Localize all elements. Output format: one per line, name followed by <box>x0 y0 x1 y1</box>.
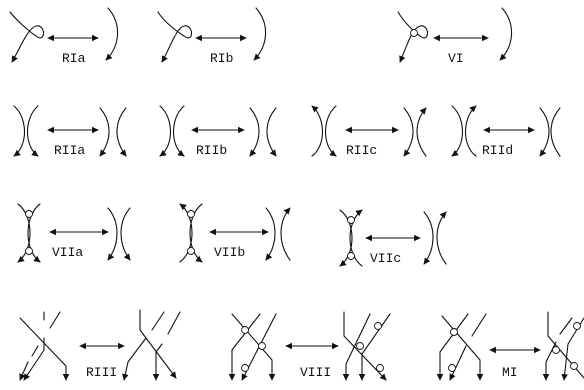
virtual-crossing-marker <box>187 210 195 218</box>
parallel-arc-left <box>99 107 110 157</box>
move-label: RIa <box>62 51 86 66</box>
move-RIId: RIId <box>451 105 561 158</box>
move-VIIb: VIIb <box>179 203 291 263</box>
strand-3 <box>450 313 487 380</box>
virtual-crossing-marker <box>410 29 418 37</box>
virtual-strand-1 <box>179 203 193 263</box>
strand-3 <box>20 311 61 380</box>
parallel-arc-left <box>539 107 550 157</box>
strand-3 <box>156 311 181 380</box>
trivial-arc <box>499 7 513 61</box>
over-strand <box>13 105 26 157</box>
virtual-crossing-marker <box>376 364 384 372</box>
strand-2 <box>228 313 261 381</box>
strand-1 <box>343 311 387 381</box>
parallel-arc-right <box>120 207 131 261</box>
virtual-strand-1 <box>17 203 31 263</box>
strand-2 <box>124 311 165 380</box>
strand-2 <box>436 313 469 381</box>
over-strand <box>159 105 172 157</box>
parallel-arc-right <box>280 207 291 261</box>
under-strand <box>464 105 477 157</box>
kink-strand <box>157 11 193 63</box>
move-RIa: RIa <box>9 7 119 66</box>
virtual-crossing-marker <box>187 247 195 255</box>
virtual-crossing-marker <box>374 322 382 330</box>
virtual-crossing-marker <box>25 247 33 255</box>
virtual-crossing-marker <box>573 322 581 330</box>
virtual-strand-2 <box>27 203 41 263</box>
move-RIII: RIII <box>19 309 181 381</box>
move-label: RIIb <box>196 143 227 158</box>
parallel-arc-right <box>116 107 127 157</box>
virtual-crossing-marker <box>347 216 355 224</box>
virtual-crossing-marker <box>347 252 355 260</box>
parallel-arc-right <box>416 107 427 157</box>
under-strand <box>324 105 337 157</box>
move-label: VIIb <box>214 245 245 260</box>
move-label: RIIa <box>54 143 85 158</box>
move-label: VI <box>448 51 464 66</box>
trivial-arc <box>253 7 267 61</box>
move-label: RIId <box>482 143 513 158</box>
strand-2 <box>342 313 371 381</box>
kink-break <box>169 28 176 36</box>
parallel-arc-left <box>265 207 276 261</box>
move-label: MI <box>502 365 518 380</box>
move-RIIb: RIIb <box>159 105 277 158</box>
virtual-crossing-marker <box>552 346 560 354</box>
move-RIb: RIb <box>157 7 267 66</box>
move-VIIc: VIIc <box>339 209 447 267</box>
move-label: RIII <box>86 365 117 380</box>
move-label: RIIc <box>346 143 377 158</box>
parallel-arc-left <box>423 211 434 265</box>
under-strand <box>26 105 39 157</box>
virtual-strand-1 <box>339 209 353 267</box>
strand-1 <box>139 309 177 379</box>
trivial-arc <box>105 7 119 61</box>
parallel-arc-right <box>266 107 277 157</box>
strand-1 <box>441 315 484 381</box>
under-strand <box>172 105 185 157</box>
over-strand <box>311 105 324 157</box>
virtual-crossing-marker <box>241 364 249 372</box>
virtual-crossing-marker <box>258 342 266 350</box>
move-MI: MI <box>436 311 584 381</box>
move-label: RIb <box>210 51 233 66</box>
parallel-arc-left <box>249 107 260 157</box>
virtual-crossing-marker <box>570 362 578 370</box>
move-RIIc: RIIc <box>311 105 427 158</box>
parallel-arc-right <box>550 107 561 157</box>
parallel-arc-right <box>436 211 447 265</box>
strand-1 <box>547 311 584 379</box>
move-VI: VI <box>397 7 513 66</box>
parallel-arc-left <box>107 207 118 261</box>
move-label: VIIa <box>52 245 83 260</box>
move-VIII: VIII <box>228 311 391 381</box>
move-label: VIIc <box>370 251 401 266</box>
parallel-arc-left <box>403 107 414 157</box>
virtual-crossing-marker <box>356 342 364 350</box>
move-VIIa: VIIa <box>17 203 131 263</box>
over-strand <box>451 105 464 157</box>
strand-2 <box>24 311 45 380</box>
kink-strand <box>9 11 45 63</box>
virtual-crossing-marker <box>25 210 33 218</box>
virtual-strand-2 <box>349 209 363 267</box>
virtual-strand-2 <box>189 203 203 263</box>
virtual-crossing-marker <box>450 328 458 336</box>
virtual-crossing-marker <box>241 326 249 334</box>
virtual-kink-strand <box>397 11 429 63</box>
virtual-crossing-marker <box>448 364 456 372</box>
strand-1 <box>19 317 70 381</box>
move-RIIa: RIIa <box>13 105 127 158</box>
move-label: VIII <box>300 365 331 380</box>
